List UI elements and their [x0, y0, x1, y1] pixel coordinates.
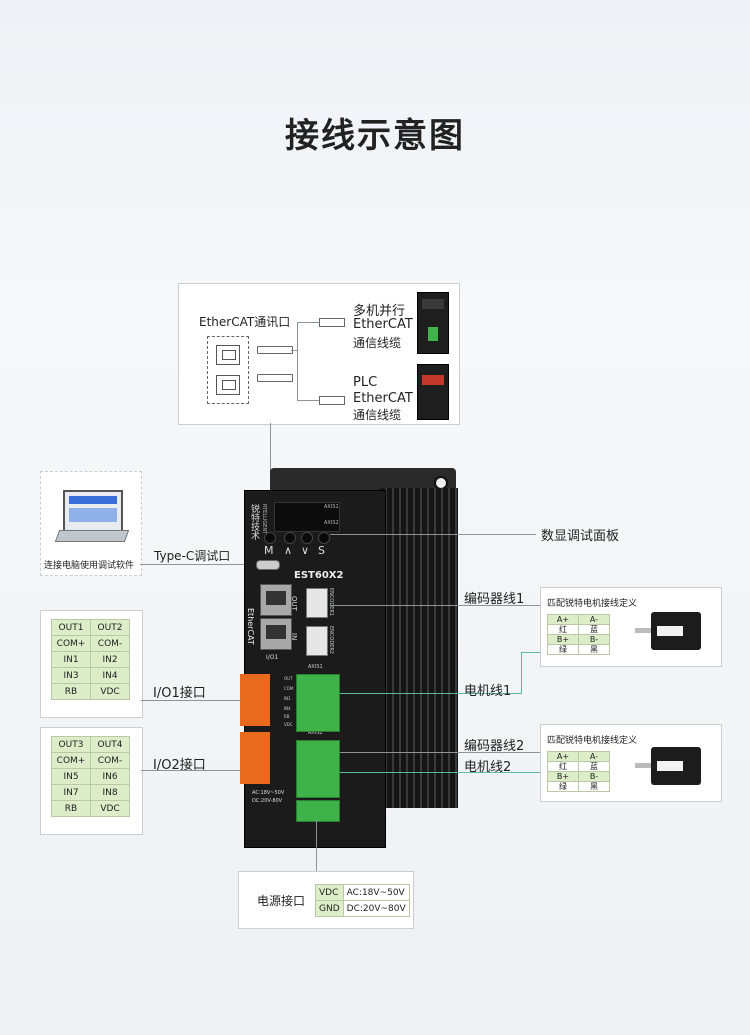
multi-cable-line1: 多机并行 — [353, 304, 406, 319]
ethercat-logo: EtherCAT — [246, 608, 255, 645]
voltage-label-ac: AC:18V~50V — [252, 790, 285, 796]
page-title: 接线示意图 — [285, 116, 465, 156]
button-up[interactable] — [284, 532, 296, 544]
ethercat-port-label: EtherCAT通讯口 — [199, 315, 291, 329]
io1-port-label: I/O1 — [266, 654, 279, 661]
encoder1-callout: 编码器线1 — [464, 592, 525, 607]
button-down[interactable] — [301, 532, 313, 544]
model-label: EST60X2 — [294, 570, 344, 581]
io2-connector[interactable] — [240, 732, 270, 784]
ethercat-in-port[interactable] — [260, 618, 292, 650]
motor2-connector[interactable] — [296, 740, 340, 798]
motor-shaft — [635, 628, 651, 633]
motor-definition-title: 匹配锐特电机接线定义 — [547, 736, 638, 746]
io-pin-label: RB — [284, 714, 290, 719]
plug-icon — [319, 318, 345, 327]
button-down-label: ∨ — [301, 544, 310, 557]
voltage-label-dc: DC:20V-80V — [252, 798, 283, 804]
motor-definition-panel-1: 匹配锐特电机接线定义 A+A- 红蓝 B+B- 绿黑 — [540, 587, 722, 667]
in-label: IN — [290, 633, 298, 641]
io-pin-label: COM — [284, 686, 294, 691]
motor1-callout: 电机线1 — [464, 684, 512, 699]
ethercat-port-icon — [207, 336, 249, 404]
io-pin-label: OUT — [284, 676, 293, 681]
motor-image — [651, 612, 701, 650]
io1-callout: I/O1接口 — [153, 686, 206, 701]
button-s-label: S — [318, 544, 325, 557]
multi-cable-line2: EtherCAT — [353, 317, 413, 332]
motor-definition-title: 匹配锐特电机接线定义 — [547, 599, 638, 609]
encoder2-port[interactable] — [306, 626, 328, 656]
typec-port[interactable] — [256, 560, 280, 570]
ethercat-panel: EtherCAT通讯口 多机并行 EtherCAT 通信线缆 PLC Ether… — [178, 283, 460, 425]
io2-callout: I/O2接口 — [153, 758, 206, 773]
brand-logo-en: RTELLIGENT — [261, 504, 267, 535]
typec-callout: Type-C调试口 — [154, 549, 231, 563]
plc-thumbnail-image — [417, 364, 449, 420]
io-pin-label: IN4 — [284, 706, 291, 711]
button-up-label: ∧ — [284, 544, 293, 557]
multi-cable-line3: 通信线缆 — [353, 336, 402, 350]
plc-cable-line1: PLC — [353, 375, 378, 390]
motor-shaft — [635, 763, 651, 768]
drive-device: AXIS1 AXIS2 锐特技术 RTELLIGENT M ∧ ∨ S EST6… — [240, 468, 460, 848]
laptop-keyboard — [54, 530, 130, 542]
encoder1-port-label: ENCODER1 — [328, 588, 334, 616]
laptop-image — [63, 490, 123, 532]
encoder2-callout: 编码器线2 — [464, 739, 525, 754]
axis1-conn-label: AXIS1 — [308, 664, 323, 670]
brand-logo: 锐特技术 — [249, 504, 259, 540]
panel-callout: 数显调试面板 — [541, 529, 620, 544]
plug-icon — [257, 346, 293, 354]
plc-cable-line2: EtherCAT — [353, 391, 413, 406]
plug-icon — [319, 396, 345, 405]
out-label: OUT — [290, 596, 298, 611]
axis2-indicator: AXIS2 — [324, 520, 339, 526]
power-connector[interactable] — [296, 800, 340, 822]
axis1-indicator: AXIS1 — [324, 504, 339, 510]
motor-image — [651, 747, 701, 785]
button-s[interactable] — [318, 532, 330, 544]
plc-cable-line3: 通信线缆 — [353, 408, 402, 422]
encoder2-port-label: ENCODER2 — [328, 626, 334, 654]
software-panel: 连接电脑使用调试软件 — [40, 471, 142, 576]
drive-thumbnail-image — [417, 292, 449, 354]
motor-definition-table: A+A- 红蓝 B+B- 绿黑 — [547, 751, 610, 792]
plug-icon — [257, 374, 293, 382]
motor-definition-table: A+A- 红蓝 B+B- 绿黑 — [547, 614, 610, 655]
motor2-callout: 电机线2 — [464, 760, 512, 775]
motor-definition-panel-2: 匹配锐特电机接线定义 A+A- 红蓝 B+B- 绿黑 — [540, 724, 722, 802]
motor1-connector[interactable] — [296, 674, 340, 732]
button-m-label: M — [264, 544, 274, 557]
io1-connector[interactable] — [240, 674, 270, 726]
encoder1-port[interactable] — [306, 588, 328, 618]
ethercat-out-port[interactable] — [260, 584, 292, 616]
software-label: 连接电脑使用调试软件 — [44, 561, 135, 571]
display-panel — [274, 502, 340, 532]
io-pin-label: VDC — [284, 722, 293, 727]
power-callout: 电源接口 — [257, 894, 306, 908]
button-m[interactable] — [264, 532, 276, 544]
io-pin-label: IN1 — [284, 696, 291, 701]
axis2-conn-label: AXIS2 — [308, 730, 323, 736]
